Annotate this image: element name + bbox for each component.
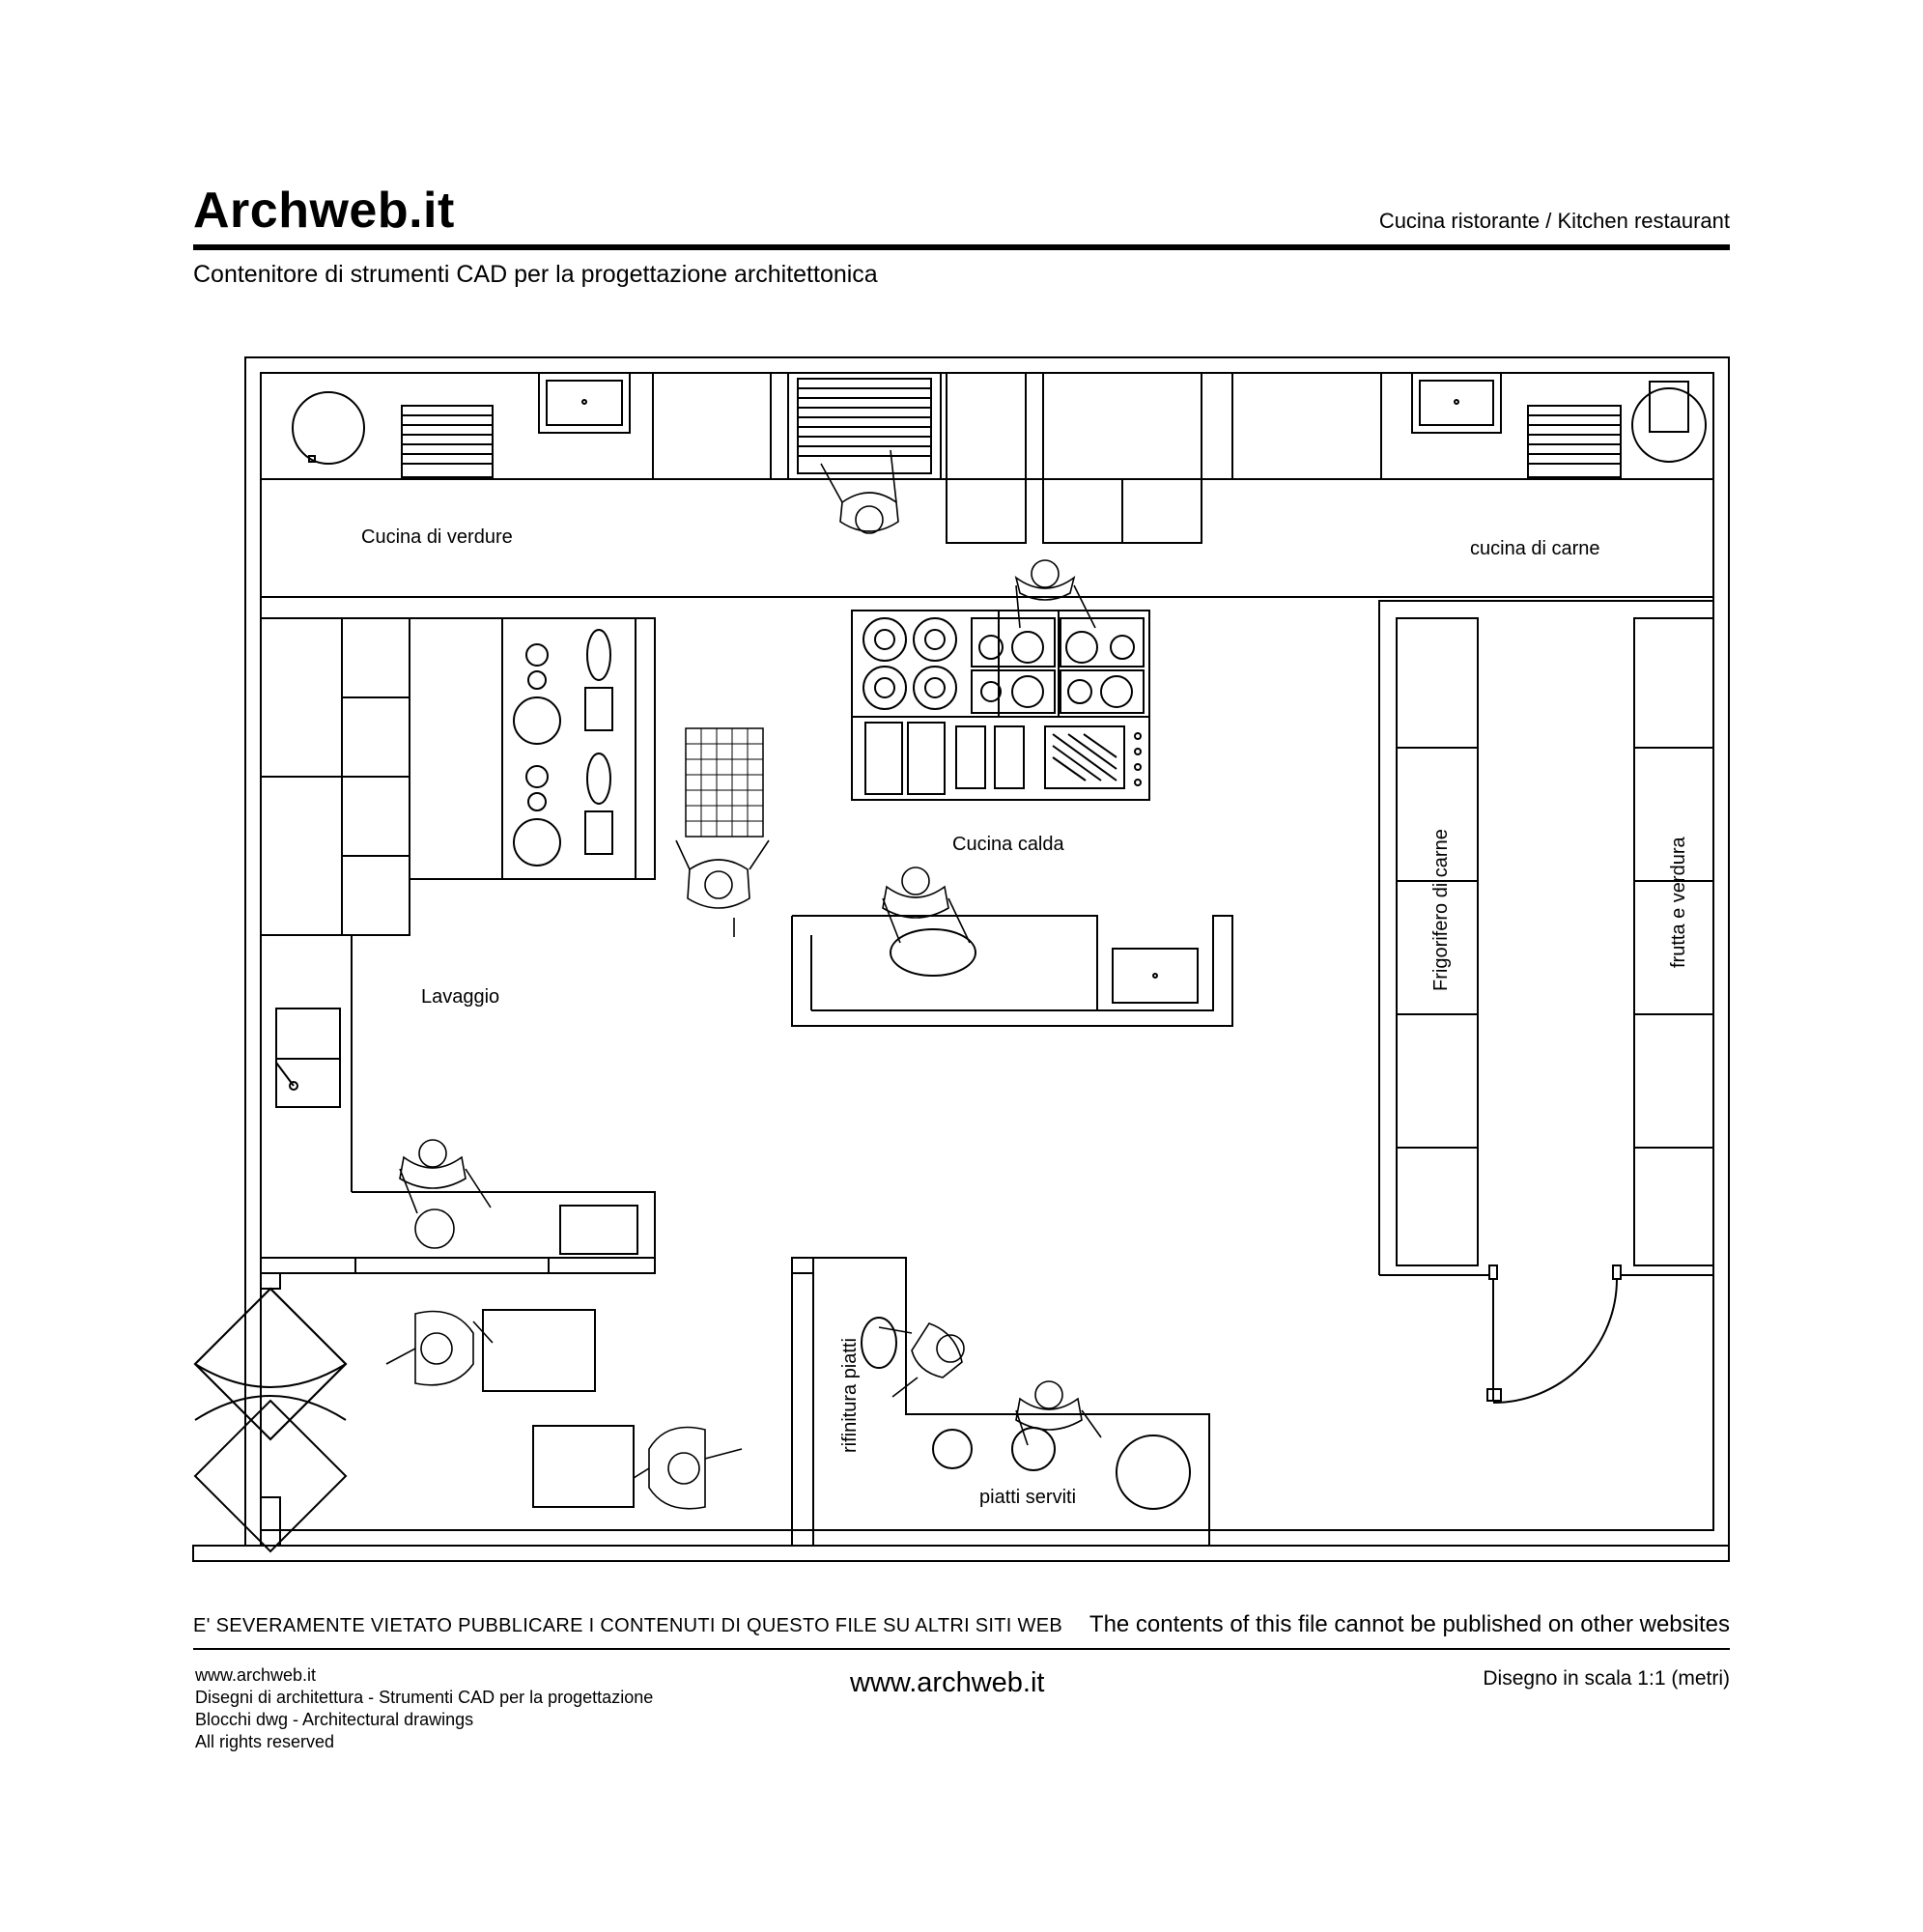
- cook-finishing: [878, 1322, 965, 1398]
- top-left-equipment: [292, 372, 631, 478]
- cook-stove: [1014, 559, 1096, 629]
- cook-serving: [1015, 1380, 1102, 1446]
- footer-site[interactable]: www.archweb.it: [850, 1667, 1045, 1698]
- cooking-island: [685, 610, 1150, 838]
- cook-grill: [675, 839, 770, 937]
- label-cucina-carne: cucina di carne: [1470, 538, 1600, 559]
- cook-center: [882, 867, 971, 944]
- footer-line-1: www.archweb.it: [195, 1665, 317, 1685]
- cook-wash: [399, 1139, 492, 1249]
- label-frutta-verdura: frutta e verdura: [1668, 836, 1689, 968]
- warning-english: The contents of this file cannot be publ…: [1089, 1611, 1730, 1637]
- cook-table-1: [385, 1310, 494, 1386]
- label-cucina-verdure: Cucina di verdure: [361, 526, 513, 548]
- footer-line-3: Blocchi dwg - Architectural drawings: [195, 1710, 474, 1729]
- logo: Archweb.it: [193, 183, 455, 239]
- left-counter: [260, 617, 656, 1274]
- top-center-equipment: [652, 372, 1382, 544]
- serving-area: [791, 1257, 1210, 1546]
- center-counter: [791, 915, 1233, 1027]
- label-frigorifero: Frigorifero di carne: [1430, 829, 1452, 991]
- header-rule: [193, 244, 1730, 250]
- drawing-title: Cucina ristorante / Kitchen restaurant: [1378, 209, 1730, 233]
- label-rifinitura: rifinitura piatti: [839, 1338, 861, 1453]
- footer-line-4: All rights reserved: [195, 1732, 335, 1751]
- room-labels: Cucina di verdure cucina di carne Cucina…: [361, 526, 1689, 1508]
- cold-room: [1378, 600, 1714, 1404]
- top-right-equipment: [1411, 372, 1707, 478]
- label-lavaggio: Lavaggio: [421, 986, 499, 1008]
- label-cucina-calda: Cucina calda: [952, 834, 1065, 855]
- people: [385, 449, 1102, 1510]
- entrance-doors: [193, 1272, 635, 1553]
- cook-top: [820, 449, 899, 534]
- cook-table-2: [633, 1426, 743, 1510]
- tagline: Contenitore di strumenti CAD per la prog…: [193, 261, 878, 288]
- scale-note: Disegno in scala 1:1 (metri): [1483, 1667, 1730, 1690]
- footer-line-2: Disegni di architettura - Strumenti CAD …: [195, 1688, 654, 1707]
- warning-italian: E' SEVERAMENTE VIETATO PUBBLICARE I CONT…: [193, 1615, 1062, 1636]
- label-piatti-serviti: piatti serviti: [979, 1487, 1076, 1508]
- footer-rule: [193, 1648, 1730, 1650]
